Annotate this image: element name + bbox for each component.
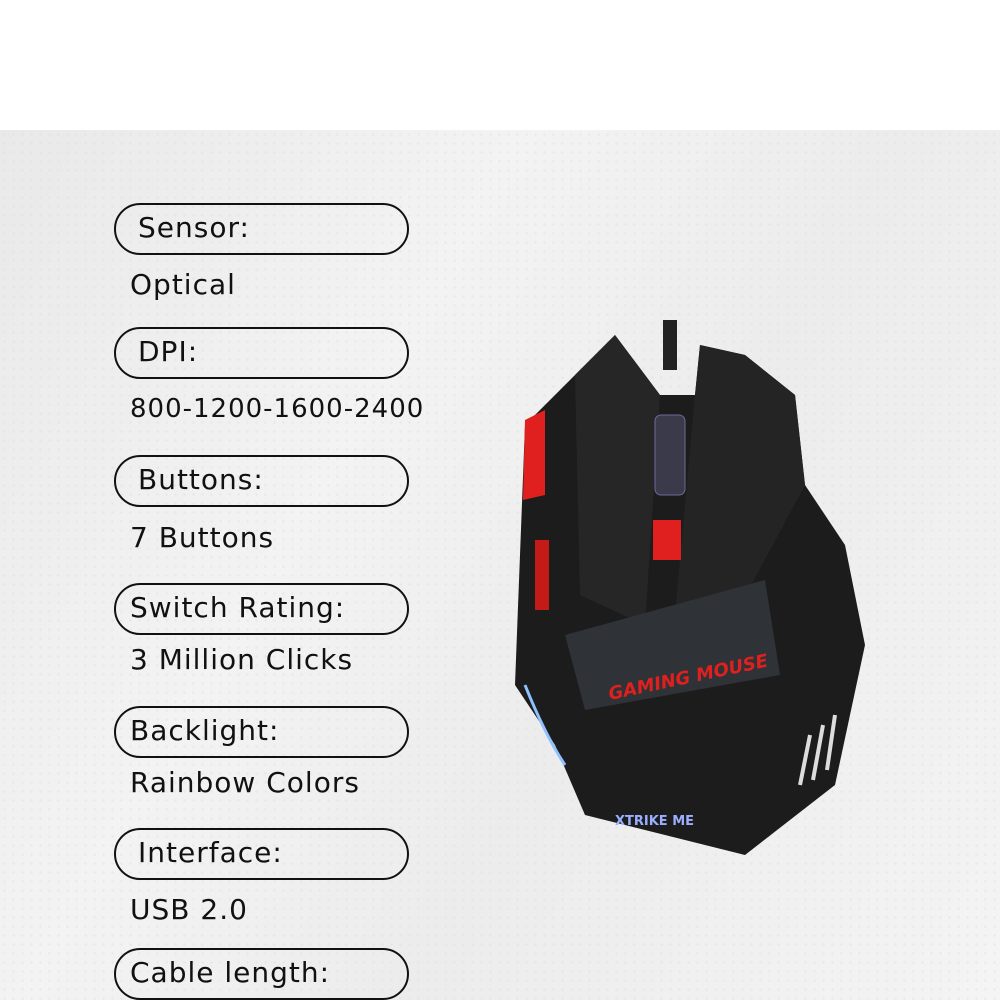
spec-label-text: Sensor: — [138, 211, 250, 244]
side-light-stripes — [798, 714, 837, 786]
spec-label-buttons: Buttons: — [114, 455, 409, 507]
mouse-cable — [663, 320, 677, 370]
spec-value-switch-rating: 3 Million Clicks — [130, 643, 354, 676]
spec-label-cable-length: Cable length: — [114, 948, 409, 1000]
spec-label-backlight: Backlight: — [114, 706, 409, 758]
right-click-button — [675, 345, 805, 615]
scroll-wheel — [654, 414, 686, 496]
spec-label-interface: Interface: — [114, 828, 409, 880]
spec-label-switch-rating: Switch Rating: — [114, 583, 409, 635]
spec-label-sensor: Sensor: — [114, 203, 409, 255]
side-button-bottom — [535, 540, 549, 610]
gaming-mouse-image: GAMING MOUSE XTRIKE ME — [515, 320, 865, 855]
spec-label-dpi: DPI: — [114, 327, 409, 379]
side-button-top — [523, 410, 545, 500]
spec-label-text: Interface: — [138, 836, 283, 869]
spec-label-text: Buttons: — [138, 463, 264, 496]
spec-value-backlight: Rainbow Colors — [130, 766, 360, 799]
left-click-button — [575, 335, 660, 625]
brand-logo: XTRIKE ME — [615, 814, 694, 829]
spec-label-text: Switch Rating: — [130, 591, 346, 624]
spec-label-text: Backlight: — [130, 714, 280, 747]
palm-window — [565, 580, 780, 710]
top-whitespace — [0, 0, 1000, 130]
spec-label-text: Cable length: — [130, 956, 331, 989]
spec-label-text: DPI: — [138, 335, 199, 368]
spec-value-buttons: 7 Buttons — [130, 521, 275, 554]
left-light-strip — [523, 684, 567, 766]
spec-value-dpi: 800-1200-1600-2400 — [130, 394, 425, 424]
spec-value-sensor: Optical — [130, 268, 236, 301]
dpi-button — [653, 520, 681, 560]
spec-value-interface: USB 2.0 — [130, 893, 248, 926]
